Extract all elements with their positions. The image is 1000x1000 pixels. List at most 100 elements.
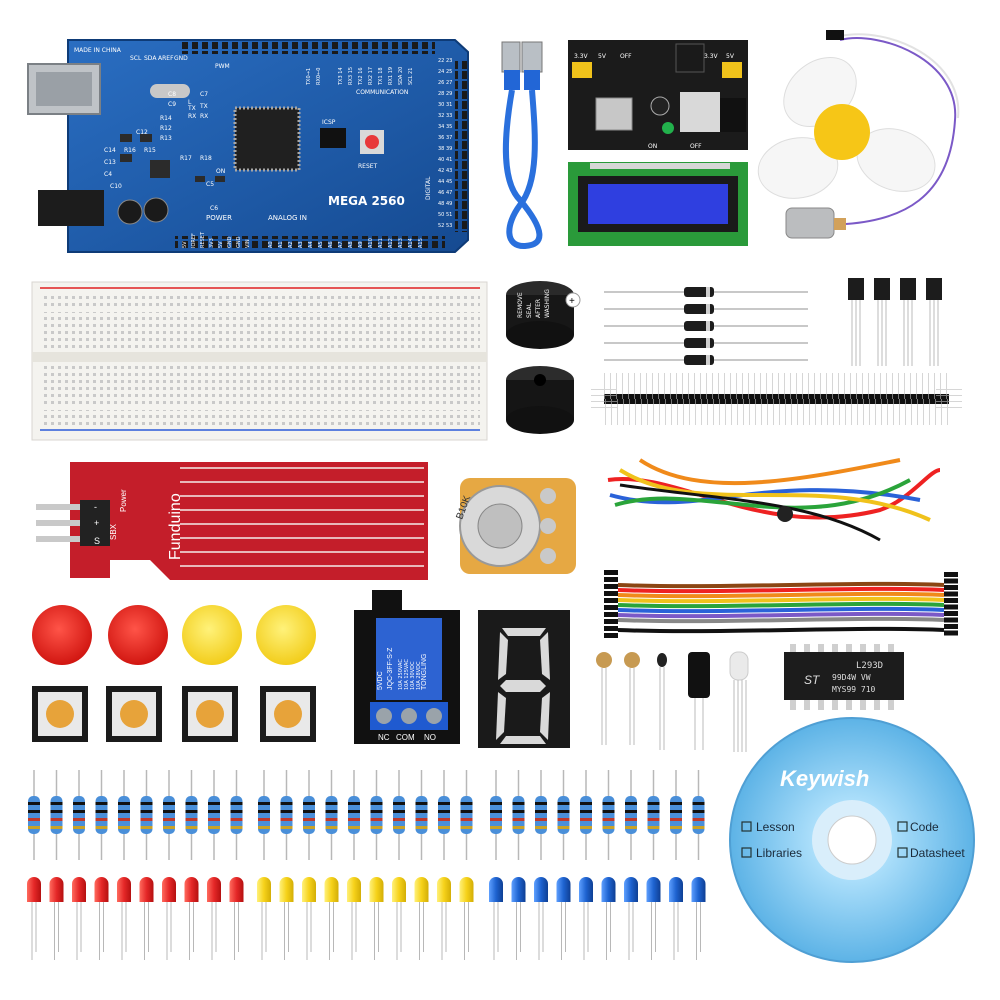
resistor — [647, 770, 660, 860]
lcd-screen — [588, 184, 728, 224]
diode-band — [706, 287, 710, 297]
part-label: R15 — [144, 147, 156, 154]
usb-cable — [501, 41, 543, 249]
led — [347, 877, 361, 960]
resistor — [230, 770, 243, 860]
board-label-communication: COMMUNICATION — [356, 89, 408, 96]
part-label: R14 — [160, 115, 172, 122]
sensor-label-power: Power — [119, 489, 128, 512]
pin-label: TX1 18 — [378, 67, 384, 86]
ribbon-wire — [617, 601, 945, 609]
resistor — [490, 770, 502, 860]
led — [392, 877, 406, 960]
buzzer-sticker-text: WASHING — [544, 289, 551, 318]
pin-label: 52 — [438, 223, 444, 229]
pin-label: SDA 20 — [398, 67, 404, 85]
pin-label: A8 — [348, 241, 354, 248]
relay-terminal-com: COM — [396, 733, 415, 742]
pin-label: 23 — [446, 58, 452, 64]
cd-item-libraries: Libraries — [756, 846, 802, 860]
sensor-pin-plus: + — [94, 518, 99, 528]
yellow-cap — [256, 605, 316, 665]
pin-label: A10 — [368, 238, 374, 248]
relay-voltage: 5VDC — [377, 671, 384, 690]
power-module-label: 5V — [726, 53, 735, 60]
dupont-connector — [944, 591, 958, 597]
top-headers — [180, 42, 435, 54]
part-label: R16 — [124, 147, 136, 154]
tactile-button — [182, 686, 238, 742]
led — [601, 877, 616, 960]
pin-label: 47 — [446, 190, 452, 196]
buzzer-sticker-text: REMOVE — [517, 292, 524, 318]
relay-rating: 10A 125VAC — [404, 659, 410, 690]
pin-label: 51 — [446, 212, 452, 218]
tactile-button — [32, 686, 88, 742]
diode-band — [706, 321, 710, 331]
pin-label: 35 — [446, 124, 452, 130]
board-label-l: L — [188, 99, 192, 106]
led — [94, 877, 109, 960]
pin-label: A3 — [298, 241, 304, 248]
dupont-connector — [944, 630, 958, 636]
pin-label: RESET — [200, 231, 206, 248]
transistor — [926, 278, 942, 366]
pin-label: A0 — [268, 241, 274, 248]
resistor — [73, 770, 85, 860]
led — [162, 877, 176, 960]
leds — [27, 877, 706, 960]
cd-item-lesson: Lesson — [756, 820, 795, 834]
board-label-rx2: RX — [188, 113, 196, 120]
board-label-power: POWER — [206, 214, 232, 222]
board-origin: MADE IN CHINA — [74, 47, 122, 54]
led — [669, 877, 683, 960]
pin-label: A6 — [328, 241, 334, 248]
cd-item-datasheet: Datasheet — [910, 846, 965, 860]
board-label-gnd: GND — [174, 55, 188, 62]
pin-label: TX0→1 — [306, 68, 312, 86]
resistor — [280, 770, 293, 860]
ic-code: 99D4W VW — [832, 673, 871, 682]
pin-label: GND — [236, 236, 242, 248]
board-label-aref: AREF — [158, 55, 174, 62]
button-caps — [32, 605, 316, 665]
part-label: R13 — [160, 135, 172, 142]
dupont-connector — [944, 578, 958, 584]
dupont-connector — [604, 570, 618, 575]
capacitor — [117, 199, 143, 225]
dupont-ribbon-cable — [604, 570, 958, 638]
dupont-connector — [944, 624, 958, 629]
board-label-c6: C6 — [210, 205, 218, 212]
breadboard — [31, 281, 488, 441]
pin-label: GND — [227, 236, 233, 248]
jumper-wires — [607, 458, 941, 542]
dupont-connector — [944, 572, 958, 577]
ribbon-wire — [617, 596, 945, 604]
transistor — [874, 278, 890, 366]
board-model: MEGA 2560 — [328, 194, 405, 208]
led — [139, 877, 154, 960]
usb-a-port — [595, 97, 633, 131]
relay-rating: 10A 250VAC — [398, 659, 404, 690]
pin-label: 36 — [438, 135, 444, 141]
resistor — [28, 770, 40, 860]
dc-power-jack — [38, 190, 104, 226]
pin-label: VIN — [245, 239, 251, 248]
dupont-connector — [604, 619, 618, 624]
resistor — [163, 770, 175, 860]
red-cap — [32, 605, 92, 665]
pin-label: 5V — [218, 241, 224, 248]
sensor-pin-s: S — [94, 536, 100, 546]
sensor-label-sbx: SBX — [109, 523, 118, 540]
part-label: C13 — [104, 159, 116, 166]
dupont-connector — [604, 598, 618, 603]
led — [534, 877, 548, 960]
checkbox-icon — [741, 847, 752, 858]
buzzer-polarity: + — [569, 296, 575, 307]
pin-label: 26 — [438, 80, 444, 86]
relay-brand: TONGLING — [421, 654, 428, 690]
photoresistors — [596, 652, 640, 745]
